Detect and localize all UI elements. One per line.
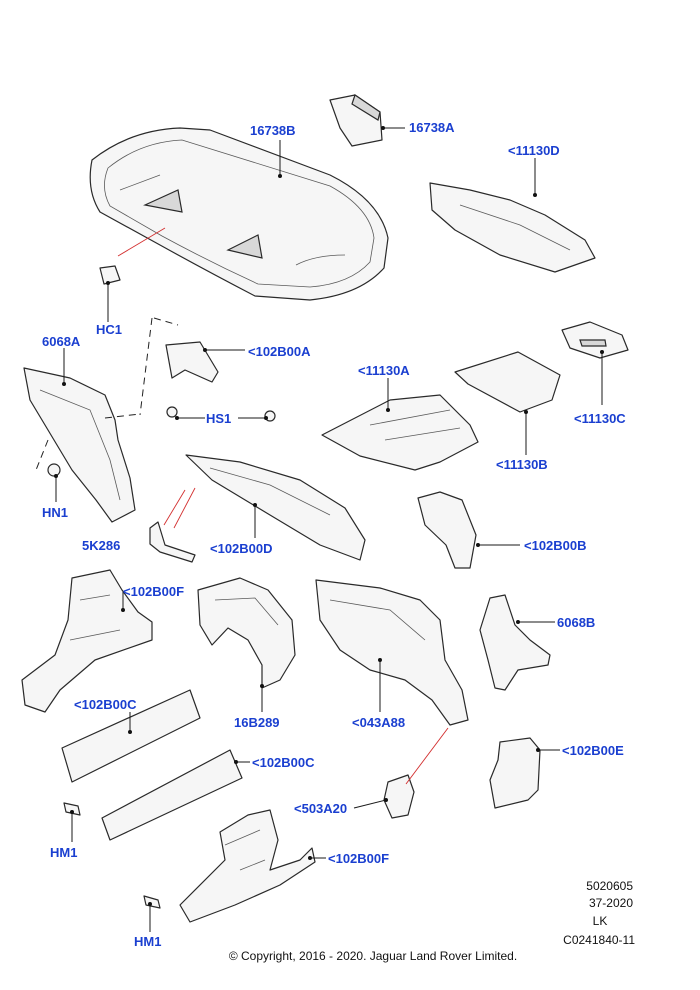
callout-503A20[interactable]: <503A20 [294, 801, 347, 816]
part-11130B[interactable] [454, 351, 561, 413]
part-HM1-clip-lower[interactable] [143, 895, 161, 909]
callout-HM1-lower[interactable]: HM1 [134, 934, 161, 949]
part-102B00B[interactable] [417, 491, 477, 569]
callout-102B00E[interactable]: <102B00E [562, 743, 624, 758]
callout-11130C[interactable]: <11130C [574, 411, 626, 426]
callout-HM1-upper[interactable]: HM1 [50, 845, 77, 860]
callout-5K286[interactable]: 5K286 [82, 538, 120, 553]
part-102B00D[interactable] [185, 454, 366, 561]
part-11130D[interactable] [429, 182, 596, 273]
part-16738A[interactable] [329, 94, 383, 147]
part-16B289[interactable] [197, 577, 296, 689]
part-043A88[interactable] [315, 579, 469, 726]
dashed-guide [104, 317, 179, 419]
part-11130C[interactable] [561, 321, 629, 359]
copyright-notice: © Copyright, 2016 - 2020. Jaguar Land Ro… [229, 949, 517, 963]
part-HN1-nut[interactable] [47, 463, 61, 477]
callout-11130A[interactable]: <11130A [358, 363, 410, 378]
leader-lines [54, 126, 604, 932]
callout-6068A[interactable]: 6068A [42, 334, 81, 349]
part-503A20[interactable] [383, 774, 415, 819]
callout-HN1[interactable]: HN1 [42, 505, 68, 520]
part-102B00E[interactable] [489, 737, 541, 809]
part-102B00C-lower[interactable] [101, 749, 243, 841]
part-102B00F-upper[interactable] [21, 569, 153, 713]
part-16738B-hood-insulator[interactable] [89, 127, 389, 301]
diagram-ref-date: 37-2020 [589, 896, 633, 910]
callout-102B00D[interactable]: <102B00D [210, 541, 273, 556]
callout-11130D[interactable]: <11130D [508, 143, 560, 158]
callout-16B289[interactable]: 16B289 [234, 715, 280, 730]
callout-102B00B[interactable]: <102B00B [524, 538, 587, 553]
part-102B00C-upper[interactable] [61, 689, 201, 783]
part-5K286[interactable] [149, 521, 196, 563]
callout-16738A[interactable]: 16738A [409, 120, 455, 135]
part-11130A[interactable] [321, 394, 479, 471]
red-leaders [117, 227, 449, 785]
part-HC1-clip[interactable] [99, 265, 121, 285]
callout-102B00F-lower[interactable]: <102B00F [328, 851, 389, 866]
callout-HS1[interactable]: HS1 [206, 411, 231, 426]
part-6068B[interactable] [479, 594, 551, 691]
diagram-ref-id: C0241840-11 [563, 933, 635, 947]
callout-HC1[interactable]: HC1 [96, 322, 122, 337]
callout-102B00C-upper[interactable]: <102B00C [74, 697, 137, 712]
callout-102B00C-lower[interactable]: <102B00C [252, 755, 315, 770]
callout-16738B[interactable]: 16738B [250, 123, 296, 138]
callout-102B00F-upper[interactable]: <102B00F [123, 584, 184, 599]
diagram-ref-number: 5020605 [586, 879, 633, 893]
diagram-ref-code: LK [593, 914, 608, 928]
callout-102B00A[interactable]: <102B00A [248, 344, 311, 359]
callout-11130B[interactable]: <11130B [496, 457, 548, 472]
callout-6068B[interactable]: 6068B [557, 615, 595, 630]
callout-043A88[interactable]: <043A88 [352, 715, 405, 730]
part-6068A[interactable] [23, 367, 136, 523]
part-102B00F-lower[interactable] [179, 809, 316, 923]
part-HM1-clip-upper[interactable] [63, 802, 81, 816]
part-102B00A-bracket[interactable] [165, 341, 219, 383]
dashed-guide-hn1 [35, 439, 49, 471]
